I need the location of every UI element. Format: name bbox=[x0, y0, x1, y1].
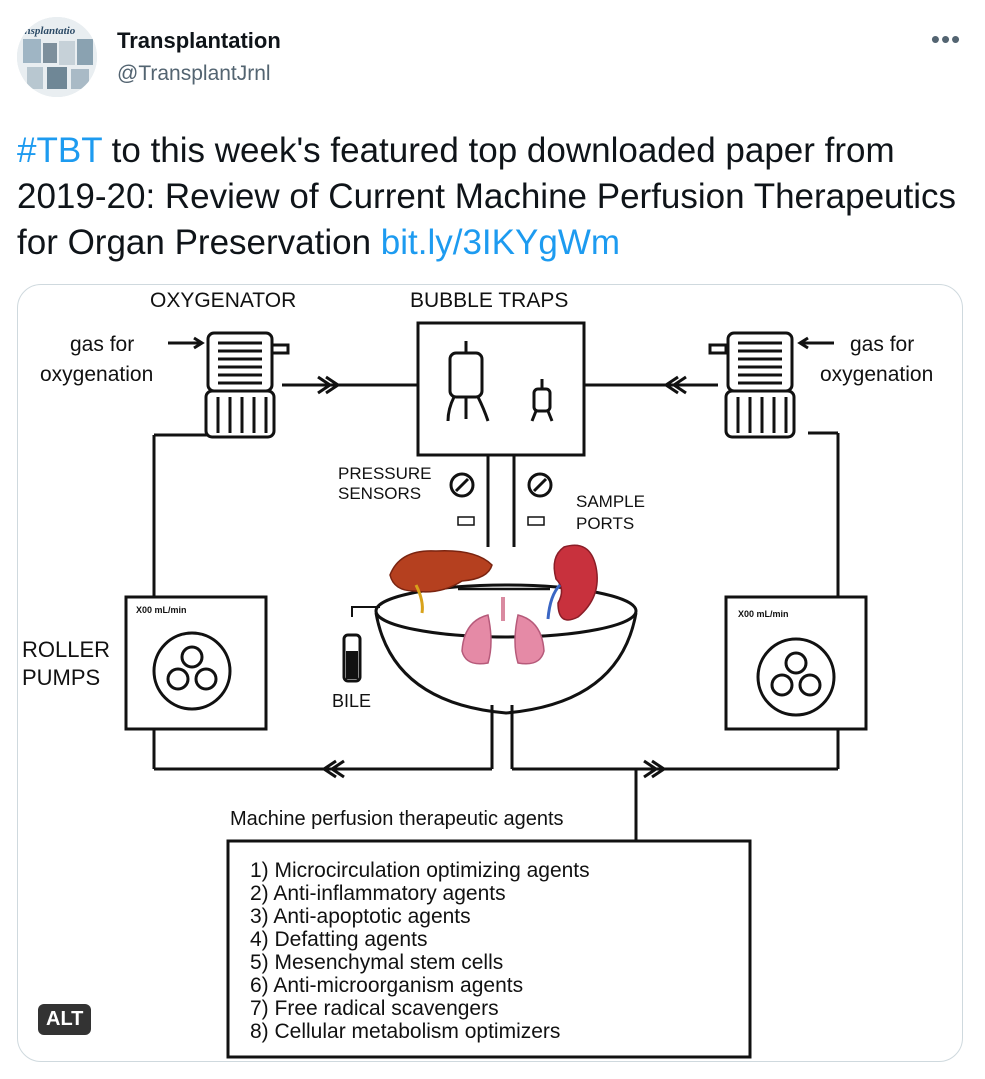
avatar-image: ansplantatio bbox=[17, 17, 97, 97]
gas-left-label-2: oxygenation bbox=[40, 363, 153, 386]
kidney-illustration bbox=[553, 544, 598, 621]
right-roller-pump bbox=[724, 595, 868, 731]
pressure-gauge-right bbox=[527, 472, 553, 498]
bubble-traps-box bbox=[416, 321, 586, 457]
tweet-media[interactable]: OXYGENATOR BUBBLE TRAPS gas for oxygenat… bbox=[17, 284, 963, 1062]
flow-chevron bbox=[321, 759, 337, 779]
bile-label: BILE bbox=[332, 691, 371, 711]
tweet-body: to this week's featured top downloaded p… bbox=[17, 131, 957, 262]
author-display-name[interactable]: Transplantation bbox=[117, 28, 281, 53]
sample-port-right bbox=[527, 516, 545, 526]
left-roller-pump bbox=[124, 595, 268, 731]
agents-list: 1) Microcirculation optimizing agents2) … bbox=[250, 859, 590, 1043]
agents-title: Machine perfusion therapeutic agents bbox=[230, 808, 564, 830]
pump-rate-left: X00 mL/min bbox=[136, 605, 187, 615]
agent-list-item: 3) Anti-apoptotic agents bbox=[250, 905, 471, 928]
perfusion-diagram: OXYGENATOR BUBBLE TRAPS gas for oxygenat… bbox=[22, 289, 933, 1059]
agent-list-item: 2) Anti-inflammatory agents bbox=[250, 882, 506, 905]
agent-list-item: 1) Microcirculation optimizing agents bbox=[250, 859, 590, 882]
agent-list-item: 5) Mesenchymal stem cells bbox=[250, 951, 503, 974]
hashtag-link[interactable]: #TBT bbox=[17, 131, 102, 170]
perfusion-bowl-rim bbox=[374, 583, 638, 639]
author-handle[interactable]: @TransplantJrnl bbox=[117, 62, 271, 85]
pump-rate-right: X00 mL/min bbox=[738, 609, 789, 619]
pressure-gauge-left bbox=[449, 472, 475, 498]
agent-list-item: 8) Cellular metabolism optimizers bbox=[250, 1020, 560, 1043]
pressure-sensors-label-2: SENSORS bbox=[338, 484, 421, 503]
more-options-icon[interactable]: ••• bbox=[930, 24, 962, 54]
avatar[interactable]: ansplantatio bbox=[17, 17, 97, 97]
bubble-traps-label: BUBBLE TRAPS bbox=[410, 289, 568, 312]
sample-port-left bbox=[457, 516, 475, 526]
gas-left-label-1: gas for bbox=[70, 333, 134, 356]
agent-list-item: 6) Anti-microorganism agents bbox=[250, 974, 523, 997]
sample-ports-label-2: PORTS bbox=[576, 514, 634, 533]
agent-list-item: 4) Defatting agents bbox=[250, 928, 427, 951]
flow-chevron bbox=[663, 375, 679, 395]
oxygenator-label: OXYGENATOR bbox=[150, 289, 296, 312]
lung-left-illustration bbox=[461, 614, 492, 665]
agents-box bbox=[226, 839, 752, 1059]
avatar-wordmark: ansplantatio bbox=[19, 25, 76, 37]
pressure-sensors-label-1: PRESSURE bbox=[338, 464, 432, 483]
agent-list-item: 7) Free radical scavengers bbox=[250, 997, 499, 1020]
lung-right-illustration bbox=[514, 614, 545, 665]
roller-pumps-label-1: ROLLER bbox=[22, 637, 110, 662]
tweet-text: #TBT to this week's featured top downloa… bbox=[17, 128, 972, 266]
alt-text-button[interactable]: ALT bbox=[38, 1004, 92, 1035]
sample-ports-label-1: SAMPLE bbox=[576, 492, 645, 511]
flow-chevron bbox=[643, 759, 659, 779]
liver-illustration bbox=[389, 550, 493, 593]
flow-chevron bbox=[317, 375, 333, 395]
bile-container bbox=[342, 633, 362, 683]
roller-pumps-label-2: PUMPS bbox=[22, 665, 100, 690]
gas-right-label-1: gas for bbox=[850, 333, 914, 356]
gas-right-label-2: oxygenation bbox=[820, 363, 933, 386]
url-link[interactable]: bit.ly/3IKYgWm bbox=[380, 223, 621, 262]
perfusion-bowl bbox=[374, 612, 638, 715]
